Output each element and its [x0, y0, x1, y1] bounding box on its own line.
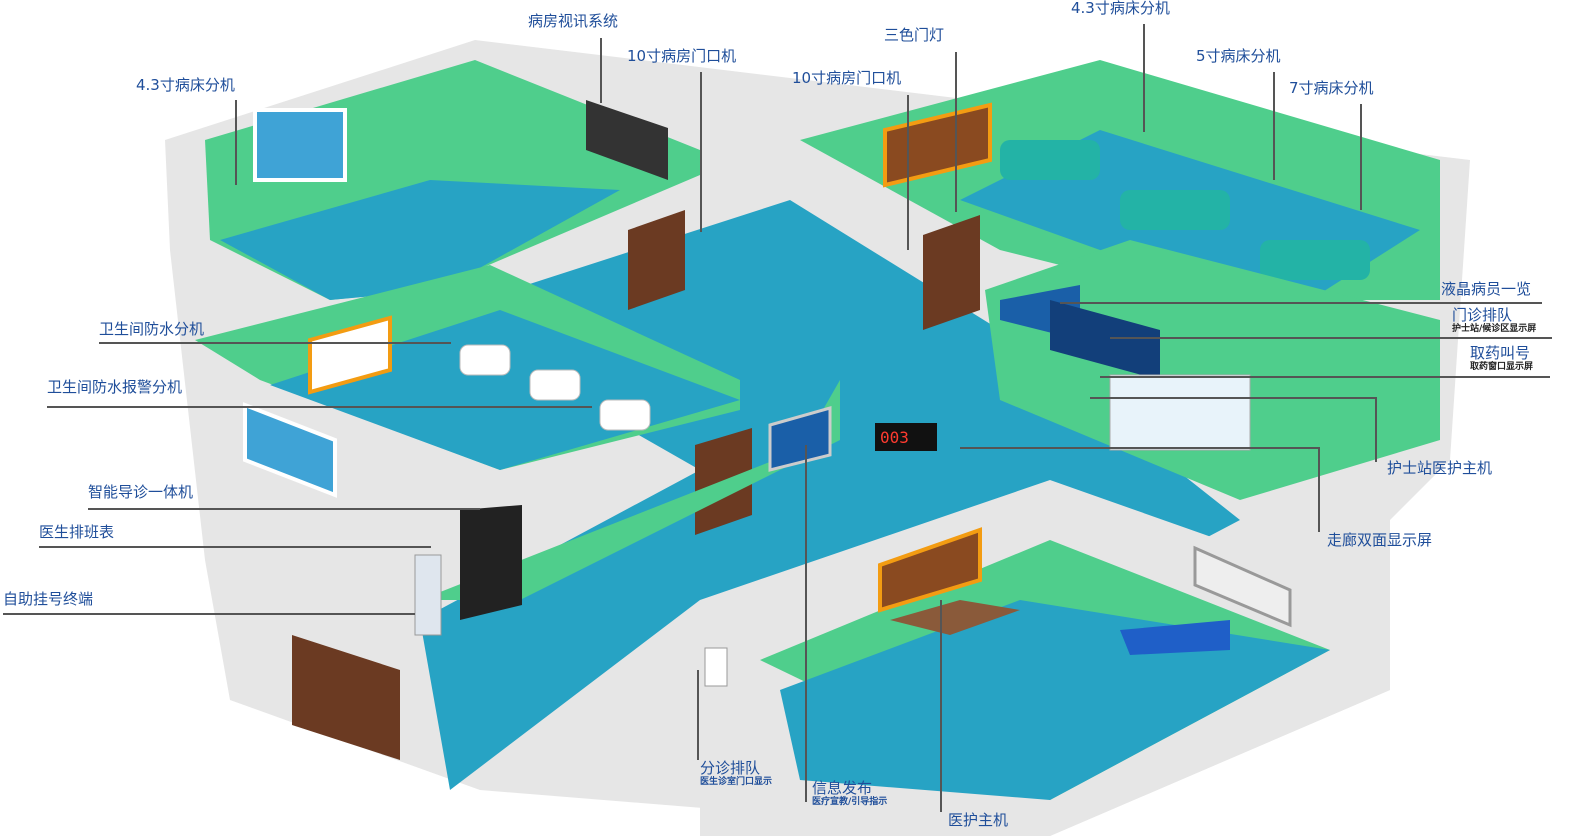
leader-line [1090, 397, 1376, 399]
label-nurse-host: 护士站医护主机 [1387, 459, 1493, 477]
label-info-publish-sub: 医疗宣教/引导指示 [812, 796, 888, 807]
leader-line [1110, 337, 1552, 339]
label-wc-alarm: 卫生间防水报警分机 [47, 378, 183, 396]
label-medical-host: 医护主机 [948, 811, 1009, 829]
leader-line [805, 445, 807, 802]
label-clinic-queue: 门诊排队护士站/候诊区显示屏 [1452, 307, 1536, 334]
light-box [1193, 545, 1292, 628]
leader-line [99, 342, 451, 344]
window [243, 402, 337, 498]
corridor-double-screen [875, 423, 937, 451]
leader-line [1273, 72, 1275, 180]
label-info-publish-title: 信息发布 [812, 779, 873, 797]
leader-line [235, 100, 237, 185]
doctor-desk [890, 600, 1020, 635]
leader-line [1060, 302, 1542, 304]
label-pharmacy-call: 取药叫号取药窗口显示屏 [1470, 345, 1533, 372]
guide-kiosk-screen [460, 505, 522, 620]
triage-screen [704, 647, 728, 687]
leader-line [3, 613, 415, 615]
poster [308, 315, 392, 395]
self-register-terminal [414, 554, 442, 636]
bed [1000, 140, 1100, 180]
toilet [529, 369, 581, 401]
label-door-10-a: 10寸病房门口机 [627, 47, 737, 65]
label-bed-5: 5寸病床分机 [1196, 47, 1281, 65]
corridor-screen-digits: 003 [880, 428, 909, 447]
label-door-10-b: 10寸病房门口机 [792, 69, 902, 87]
label-info-publish: 信息发布医疗宣教/引导指示 [812, 780, 887, 807]
toilet [599, 399, 651, 431]
leader-line [700, 72, 702, 232]
ward-door [628, 210, 685, 310]
exam-bed [1120, 620, 1230, 655]
notice-board [878, 527, 982, 613]
bed [1120, 190, 1230, 230]
label-clinic-queue-title: 门诊排队 [1452, 306, 1513, 324]
label-ward-video: 病房视讯系统 [528, 12, 619, 30]
label-bed-43-a: 4.3寸病床分机 [136, 76, 235, 94]
toilet [459, 344, 511, 376]
label-self-register: 自助挂号终端 [3, 590, 94, 608]
ward-video-screen [586, 100, 668, 180]
leader-line [1360, 104, 1362, 210]
label-guide-kiosk: 智能导诊一体机 [88, 483, 194, 501]
label-pharmacy-call-sub: 取药窗口显示屏 [1470, 361, 1534, 372]
label-tri-light: 三色门灯 [884, 26, 945, 44]
ward-door [923, 215, 980, 330]
leader-line [88, 508, 480, 510]
ward-left-floor [220, 180, 620, 300]
leader-line [600, 38, 602, 103]
label-triage-queue-sub: 医生诊室门口显示 [700, 776, 773, 787]
leader-line [955, 52, 957, 212]
leader-line [907, 95, 909, 250]
label-bed-43-b: 4.3寸病床分机 [1071, 0, 1170, 17]
nurse-wall [985, 240, 1440, 500]
queue-screen [1050, 300, 1160, 380]
label-triage-queue: 分诊排队医生诊室门口显示 [700, 760, 772, 787]
leader-line [697, 670, 699, 760]
leader-line [39, 546, 431, 548]
leader-line [940, 600, 942, 812]
bed [1260, 240, 1370, 280]
label-bed-7: 7寸病床分机 [1289, 79, 1374, 97]
leader-line [47, 406, 592, 408]
leader-line [960, 447, 1318, 449]
leader-line [1143, 24, 1145, 132]
leader-line [1375, 397, 1377, 462]
window [253, 108, 347, 182]
label-wc-ext: 卫生间防水分机 [99, 320, 205, 338]
label-doctor-schedule: 医生排班表 [39, 523, 115, 541]
leader-line [1100, 376, 1550, 378]
label-pharmacy-call-title: 取药叫号 [1470, 344, 1531, 362]
label-triage-queue-title: 分诊排队 [700, 759, 761, 777]
main-door [292, 635, 400, 760]
leader-line [1318, 447, 1320, 532]
info-screen [768, 406, 832, 472]
label-clinic-queue-sub: 护士站/候诊区显示屏 [1452, 323, 1537, 334]
pharmacy-counter [1109, 374, 1251, 451]
label-corridor-screen: 走廊双面显示屏 [1327, 531, 1433, 549]
label-lcd-overview: 液晶病员一览 [1441, 280, 1532, 298]
